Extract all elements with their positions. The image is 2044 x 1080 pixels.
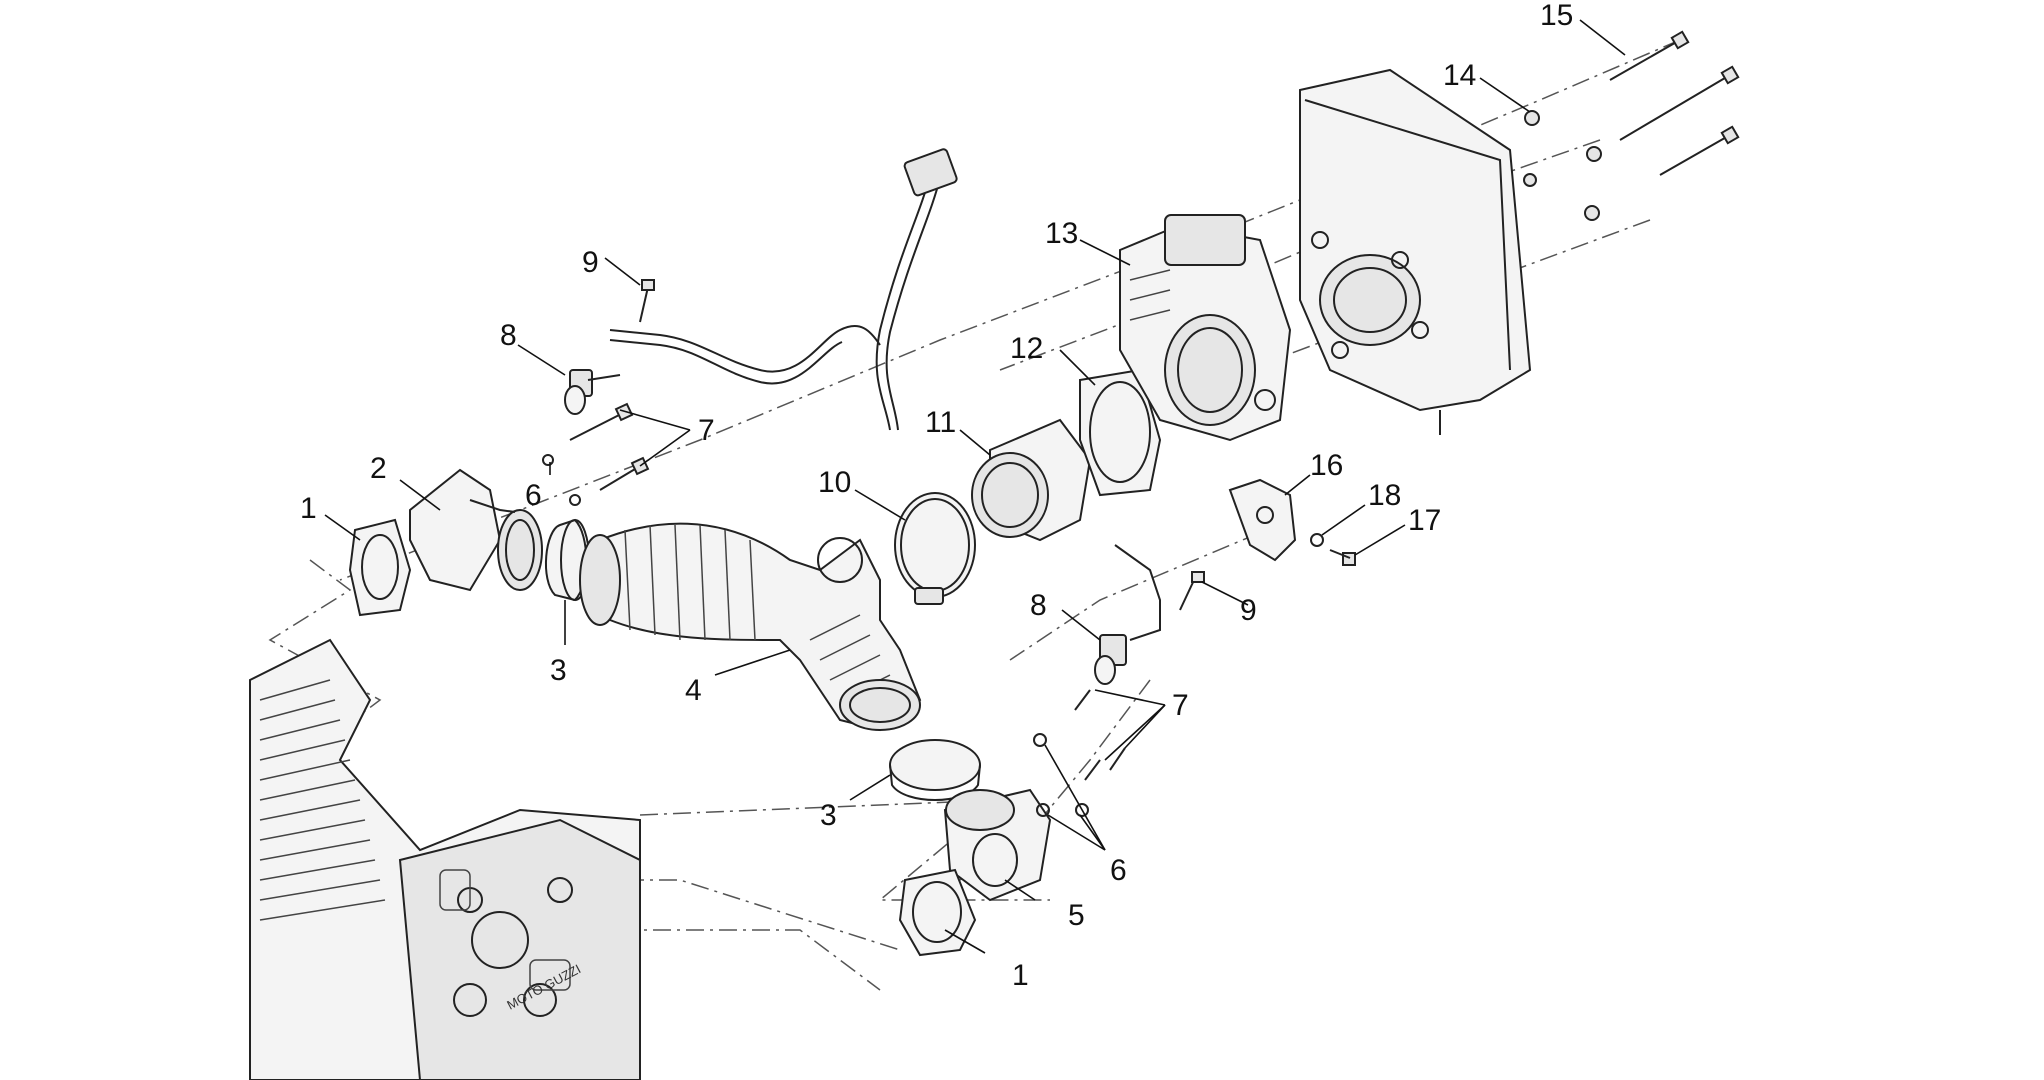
callout-1-lower: 1	[1012, 959, 1029, 992]
callout-9-lower: 9	[1240, 594, 1257, 627]
part-6-washers-upper	[542, 454, 581, 506]
callout-14: 14	[1443, 59, 1476, 92]
callout-1-upper: 1	[300, 492, 317, 525]
callout-8-lower: 8	[1030, 589, 1047, 622]
part-8-injector-lower	[1094, 544, 1161, 685]
callout-9-upper: 9	[582, 246, 599, 279]
breather-hose	[609, 148, 958, 431]
callout-5: 5	[1068, 899, 1085, 932]
part-6-washers-lower	[1033, 733, 1089, 817]
callout-12: 12	[1010, 332, 1043, 365]
callout-16: 16	[1310, 449, 1343, 482]
engine-cylinder-head	[249, 638, 641, 1080]
callout-10: 10	[818, 466, 851, 499]
part-15-long-bolts	[1609, 30, 1740, 176]
part-3-clamp-ring-lower	[889, 739, 981, 801]
callout-6-lower: 6	[1110, 854, 1127, 887]
callout-8-upper: 8	[500, 319, 517, 352]
callout-11: 11	[925, 406, 956, 439]
part-17-screw	[1329, 549, 1356, 566]
part-9-bolt-upper	[639, 279, 655, 323]
callout-17: 17	[1408, 504, 1441, 537]
callout-numbers: 1 1 2 3 3 4 5 6 6 7 7 8 8 9 9 10 11 12 1…	[300, 0, 1573, 992]
callout-6-upper: 6	[525, 479, 542, 512]
part-4-air-duct	[579, 522, 922, 732]
part-18-washer	[1310, 533, 1324, 547]
callout-18: 18	[1368, 479, 1401, 512]
callout-7-lower: 7	[1172, 689, 1189, 722]
part-13-throttle-body	[1119, 214, 1292, 442]
callout-15: 15	[1540, 0, 1573, 32]
callout-7-upper: 7	[698, 414, 715, 447]
part-8-injector-upper	[564, 369, 621, 415]
callout-3-upper: 3	[550, 654, 567, 687]
part-2-intake-manifold	[409, 468, 543, 592]
part-16-sensor	[1228, 478, 1297, 562]
callout-3-lower: 3	[820, 799, 837, 832]
part-7-bolts-lower	[1074, 689, 1126, 781]
callout-2: 2	[370, 452, 387, 485]
part-10-hose-clamp	[894, 492, 976, 605]
part-14-nuts	[1523, 110, 1602, 221]
part-1-gasket-upper	[348, 518, 412, 617]
callout-13: 13	[1045, 217, 1078, 250]
callout-4: 4	[685, 674, 702, 707]
air-box-housing	[1299, 68, 1532, 435]
part-7-bolts-upper	[569, 402, 650, 491]
part-9-bolt-lower	[1179, 571, 1205, 611]
part-11-throttle-adapter	[971, 418, 1092, 542]
callout-leader-lines	[324, 19, 1626, 954]
part-5-intake-manifold-lower	[943, 788, 1052, 902]
part-1-gasket-lower	[898, 868, 977, 957]
